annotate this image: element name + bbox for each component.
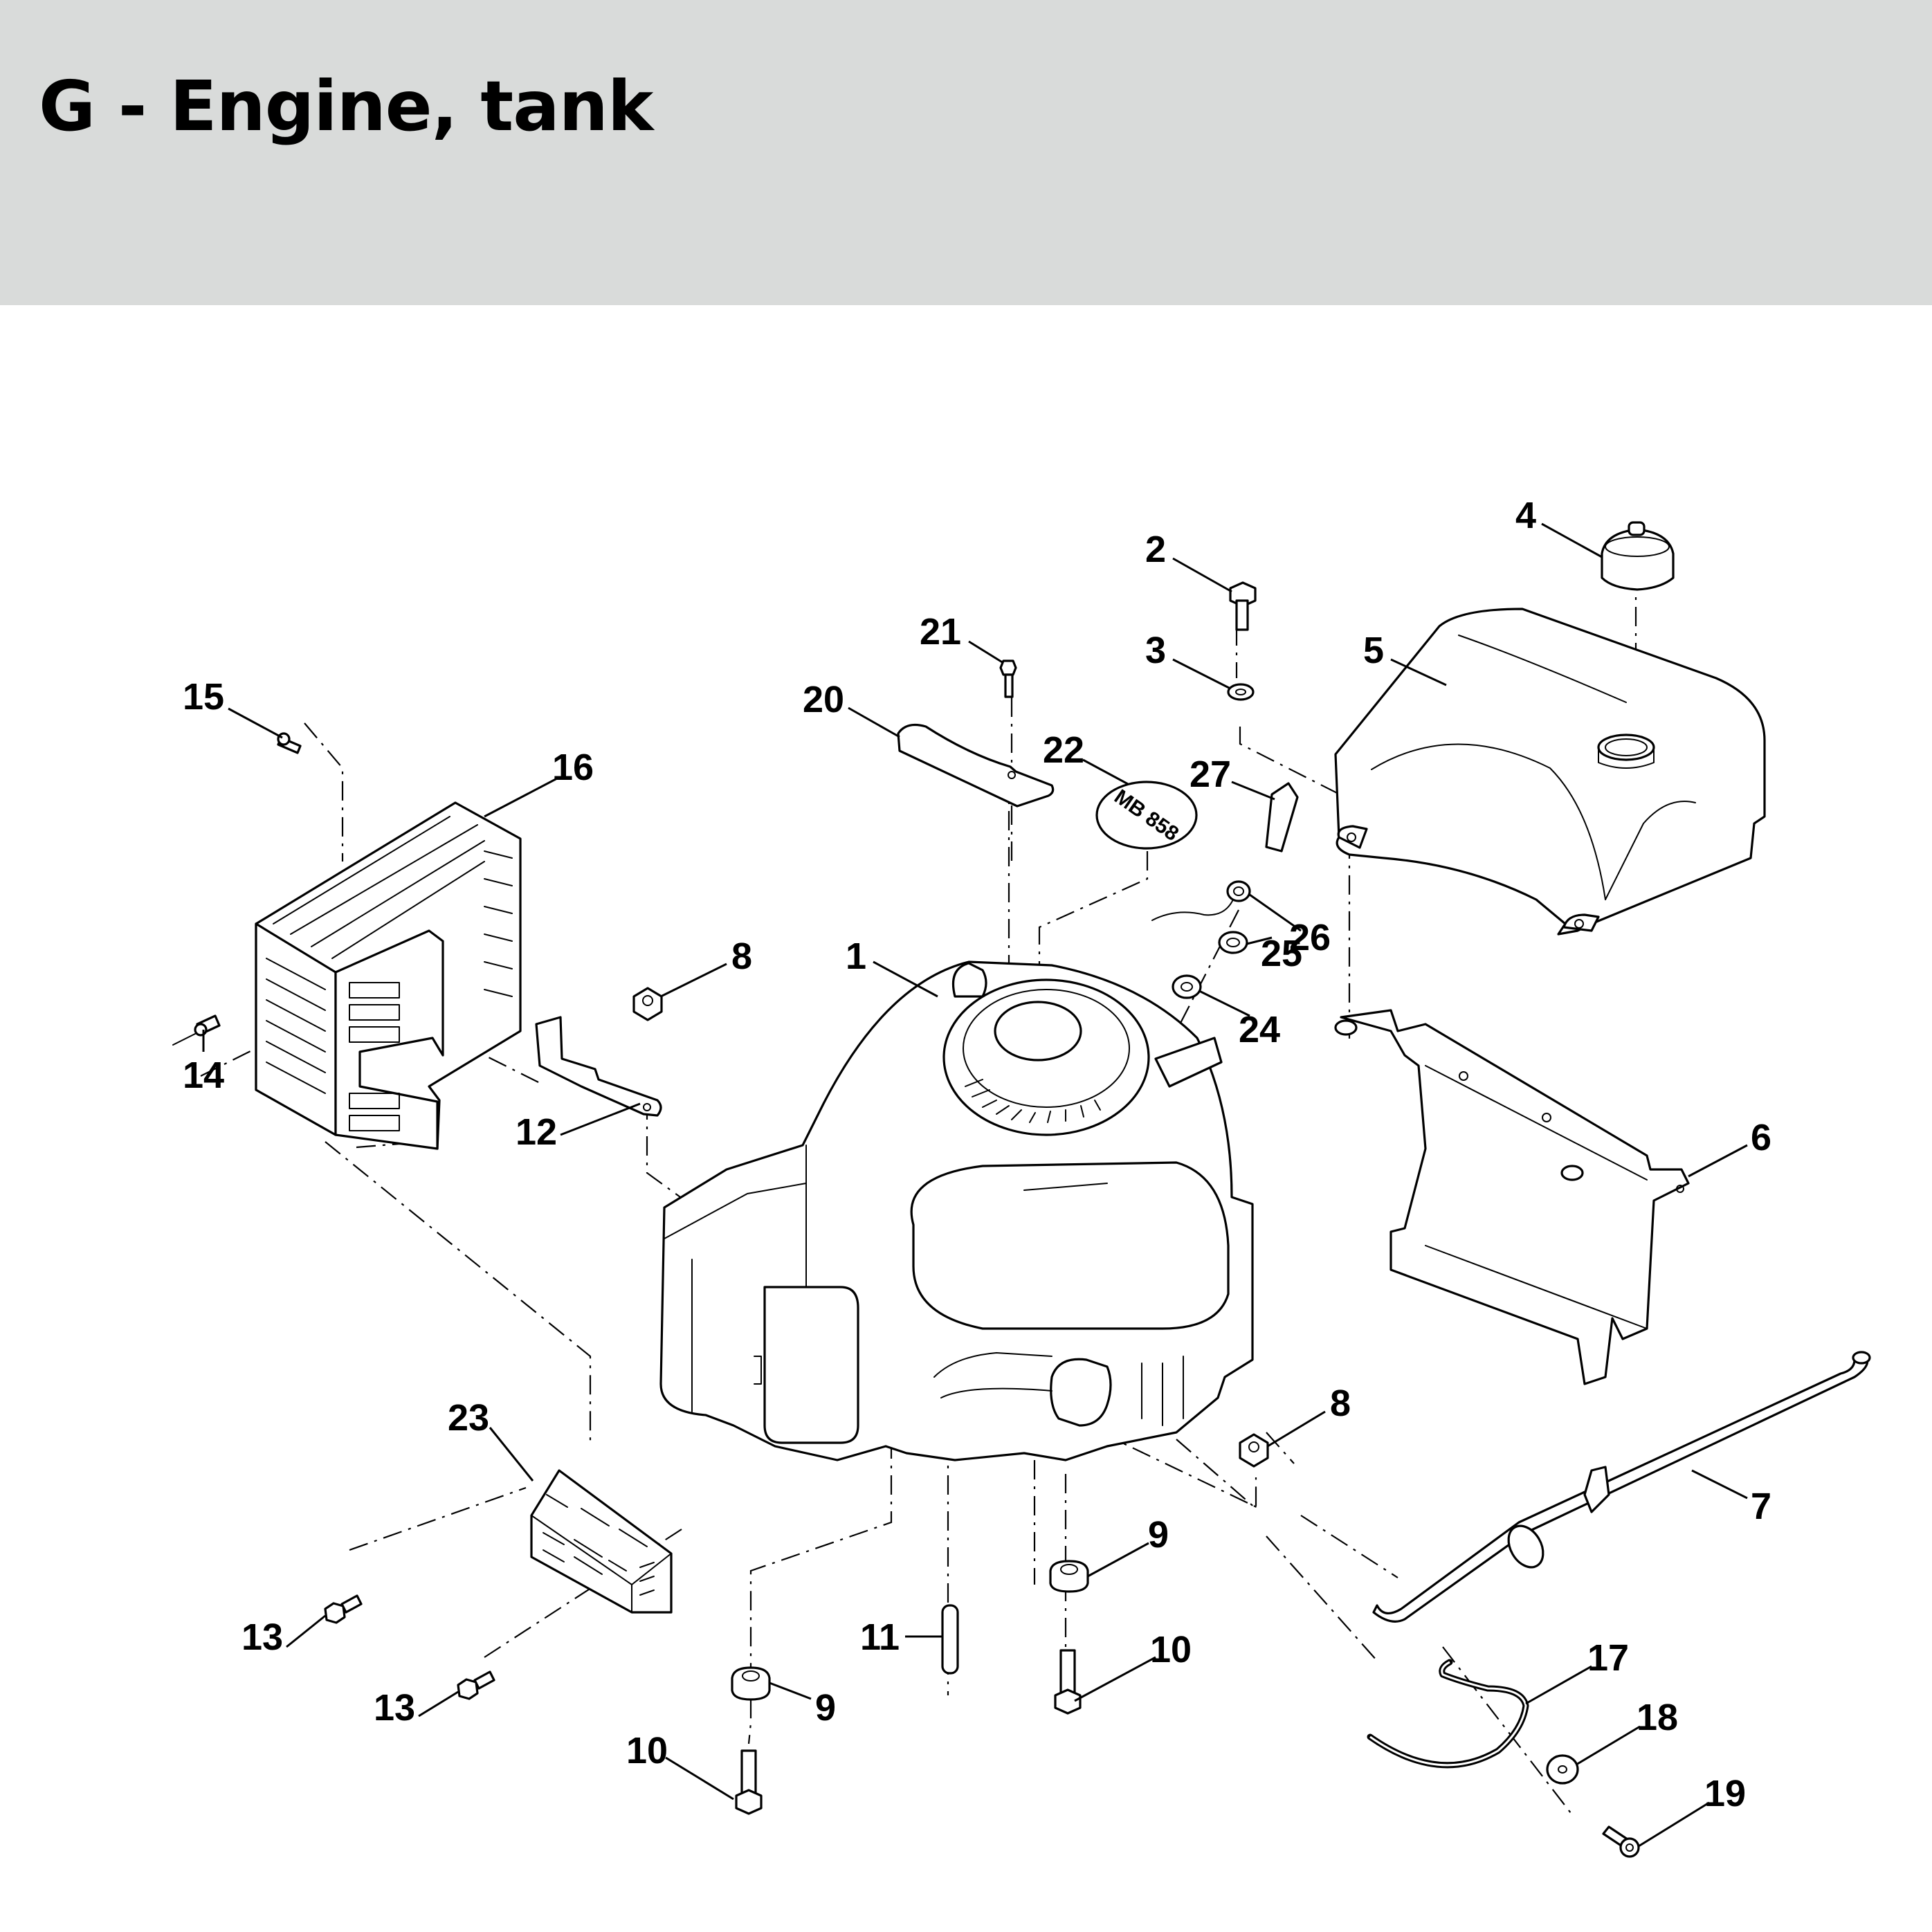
- part-8-lock-nut-bottom: [1239, 1433, 1269, 1468]
- callout-21: 21: [920, 611, 961, 653]
- callout-1: 1: [846, 936, 866, 977]
- part-27-bolt: [1265, 782, 1299, 853]
- part-14-rivet: [172, 1014, 221, 1046]
- part-26-cable-lug: [1151, 880, 1251, 921]
- part-18-washer: [1546, 1754, 1579, 1785]
- callout-labels: 1 2 3 4 5 6 7 8 8 9 9 10 10 11 12 13 13 …: [183, 495, 1771, 1814]
- part-24-lock-washer: [1172, 974, 1202, 999]
- callout-6: 6: [1751, 1117, 1771, 1158]
- callout-11: 11: [860, 1616, 900, 1658]
- part-23-muffler-guard: [530, 1469, 673, 1614]
- callout-24: 24: [1239, 1009, 1280, 1050]
- part-10-bolt-b: [735, 1749, 763, 1815]
- callout-14: 14: [183, 1055, 224, 1096]
- callout-3: 3: [1145, 630, 1166, 671]
- part-2-bolt: [1229, 581, 1257, 631]
- part-8-lock-nut-top: [632, 987, 663, 1021]
- part-9-spacer-a: [1049, 1560, 1089, 1593]
- callout-17: 17: [1587, 1637, 1629, 1679]
- callout-22: 22: [1043, 729, 1084, 771]
- part-11-key: [941, 1604, 959, 1675]
- callout-12: 12: [516, 1111, 557, 1153]
- callout-10-b: 10: [626, 1730, 668, 1771]
- part-21-screw: [999, 659, 1017, 698]
- callout-25: 25: [1261, 933, 1302, 974]
- part-17-cable: [1367, 1659, 1529, 1769]
- callout-5: 5: [1363, 630, 1384, 671]
- callout-18: 18: [1637, 1697, 1678, 1738]
- page-title: G - Engine, tank: [39, 66, 653, 147]
- part-6-tank-bracket: [1334, 1009, 1690, 1385]
- callout-26: 26: [1289, 917, 1331, 958]
- callout-16: 16: [552, 747, 594, 788]
- callout-13-a: 13: [241, 1616, 283, 1658]
- part-19-screw: [1602, 1825, 1640, 1858]
- callout-9-b: 9: [815, 1687, 836, 1729]
- callout-10-a: 10: [1150, 1629, 1192, 1670]
- callout-19: 19: [1704, 1773, 1746, 1814]
- callout-8-bottom: 8: [1330, 1383, 1351, 1424]
- callout-27: 27: [1190, 754, 1231, 795]
- callout-13-b: 13: [374, 1687, 415, 1729]
- part-16-guard: [255, 801, 522, 1150]
- page-header: G - Engine, tank: [0, 0, 1932, 305]
- part-9-spacer-b: [731, 1666, 771, 1701]
- part-13-screw-b: [457, 1670, 495, 1700]
- part-4-tank-cap: [1601, 521, 1675, 591]
- part-12-bracket: [535, 1016, 662, 1117]
- part-13-screw-a: [324, 1594, 363, 1624]
- callout-23: 23: [448, 1397, 489, 1439]
- part-7-fuel-line: [1372, 1351, 1871, 1623]
- callout-4: 4: [1515, 495, 1536, 536]
- part-10-bolt-a: [1054, 1649, 1082, 1715]
- part-5-fuel-tank: [1334, 608, 1766, 936]
- part-3-washer: [1227, 683, 1255, 701]
- callout-7: 7: [1751, 1486, 1771, 1527]
- callout-15: 15: [183, 676, 224, 718]
- part-25-washer: [1218, 931, 1248, 954]
- leader-lines: [202, 522, 1748, 1848]
- part-20-plate: [897, 724, 1055, 808]
- callout-20: 20: [803, 679, 844, 720]
- callout-9-a: 9: [1148, 1514, 1169, 1556]
- callout-8-top: 8: [731, 936, 752, 977]
- callout-2: 2: [1145, 529, 1166, 570]
- part-22-sticker: MB 858: [1095, 781, 1198, 850]
- part-1-engine: [659, 960, 1254, 1461]
